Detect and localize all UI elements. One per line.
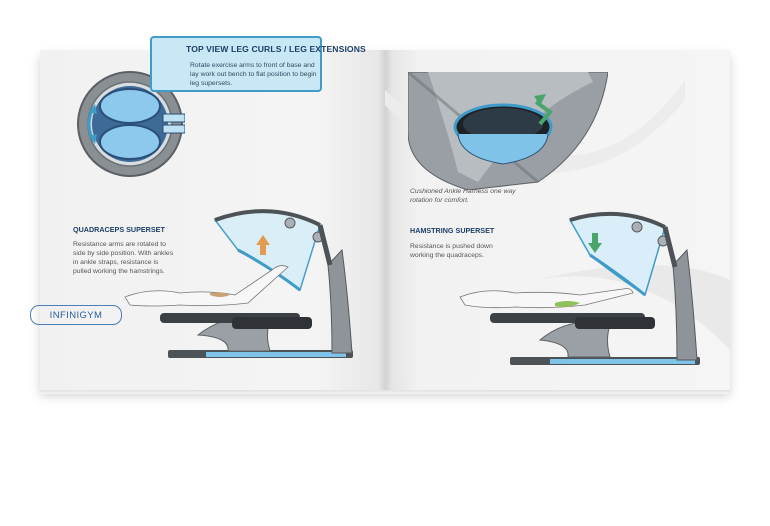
hamstring-body: Resistance is pushed down working the qu…: [410, 243, 493, 259]
quadraceps-machine-illustration: [124, 209, 353, 358]
ankle-harness-illustration: [408, 72, 608, 190]
callout-title: TOP VIEW LEG CURLS / LEG EXTENSIONS: [186, 44, 366, 54]
quadraceps-body: Resistance arms are rotated to side by s…: [73, 241, 174, 275]
hamstring-machine-illustration: [459, 211, 700, 365]
book-bottom-edge: [40, 390, 730, 394]
quadraceps-heading: QUADRACEPS SUPERSET: [73, 225, 165, 234]
ankle-harness-caption: Cushioned Ankle Harness one way rotation…: [410, 188, 516, 204]
page-gutter: [378, 50, 392, 390]
top-view-machine-illustration: [77, 71, 185, 177]
callout-body: Rotate exercise arms to front of base an…: [190, 62, 317, 87]
hamstring-heading: HAMSTRING SUPERSET: [410, 226, 495, 235]
infinigym-logo: INFINIGYM: [30, 305, 122, 325]
callout-box: [150, 36, 322, 92]
